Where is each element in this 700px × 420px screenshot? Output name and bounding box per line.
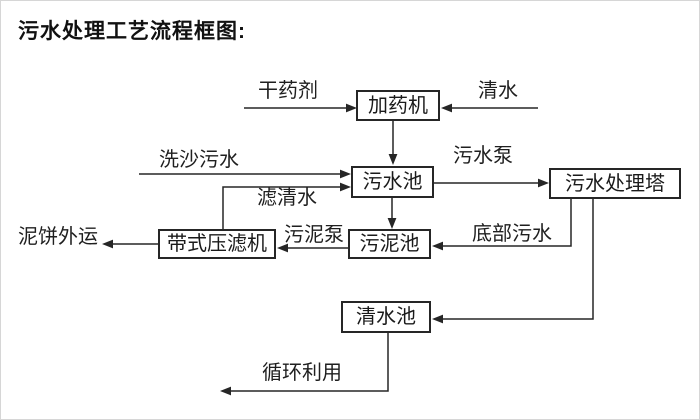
- node-clear-water-pool: 清水池: [341, 301, 431, 333]
- node-sewage-pool: 污水池: [351, 166, 434, 198]
- arrow-tower-to-clear-water-pool: [432, 199, 594, 324]
- arrow-dry-chemical-to-dosing: [244, 103, 357, 113]
- diagram-title: 污水处理工艺流程框图:: [18, 20, 246, 43]
- edge-label-recycle-use: 循环利用: [262, 362, 342, 384]
- node-belt-filter-press: 带式压滤机: [158, 229, 276, 259]
- edge-label-mud-cake-out: 泥饼外运: [18, 226, 98, 248]
- edge-label-sand-washing-sewage: 洗沙污水: [159, 149, 239, 171]
- edge-label-filtered-water: 滤清水: [257, 187, 317, 209]
- edge-label-dry-chemical: 干药剂: [258, 80, 318, 102]
- node-treatment-tower: 污水处理塔: [549, 168, 681, 199]
- arrow-sand-washing-to-sewage-pool: [139, 169, 351, 179]
- arrow-recycle-use: [220, 333, 389, 396]
- edge-label-sewage-pump: 污水泵: [453, 145, 513, 167]
- arrow-sewage-pump-to-tower: [434, 178, 549, 188]
- node-dosing-machine: 加药机: [356, 90, 440, 121]
- arrow-bottom-sewage-to-sludge-pool: [432, 199, 572, 251]
- edge-label-clear-water: 清水: [478, 80, 518, 102]
- arrow-sludge-pump-to-press: [277, 243, 348, 253]
- arrow-dosing-to-sewage-pool: [388, 121, 398, 165]
- edge-label-bottom-sewage: 底部污水: [472, 223, 552, 245]
- edge-label-sludge-pump: 污泥泵: [284, 224, 344, 246]
- arrow-filtered-water-to-sewage-pool: [222, 182, 351, 229]
- node-sludge-pool: 污泥池: [348, 229, 431, 259]
- arrow-clear-water-to-dosing: [441, 103, 538, 113]
- arrow-mud-cake-out: [102, 239, 158, 249]
- arrow-sewage-pool-to-sludge-pool: [387, 198, 397, 229]
